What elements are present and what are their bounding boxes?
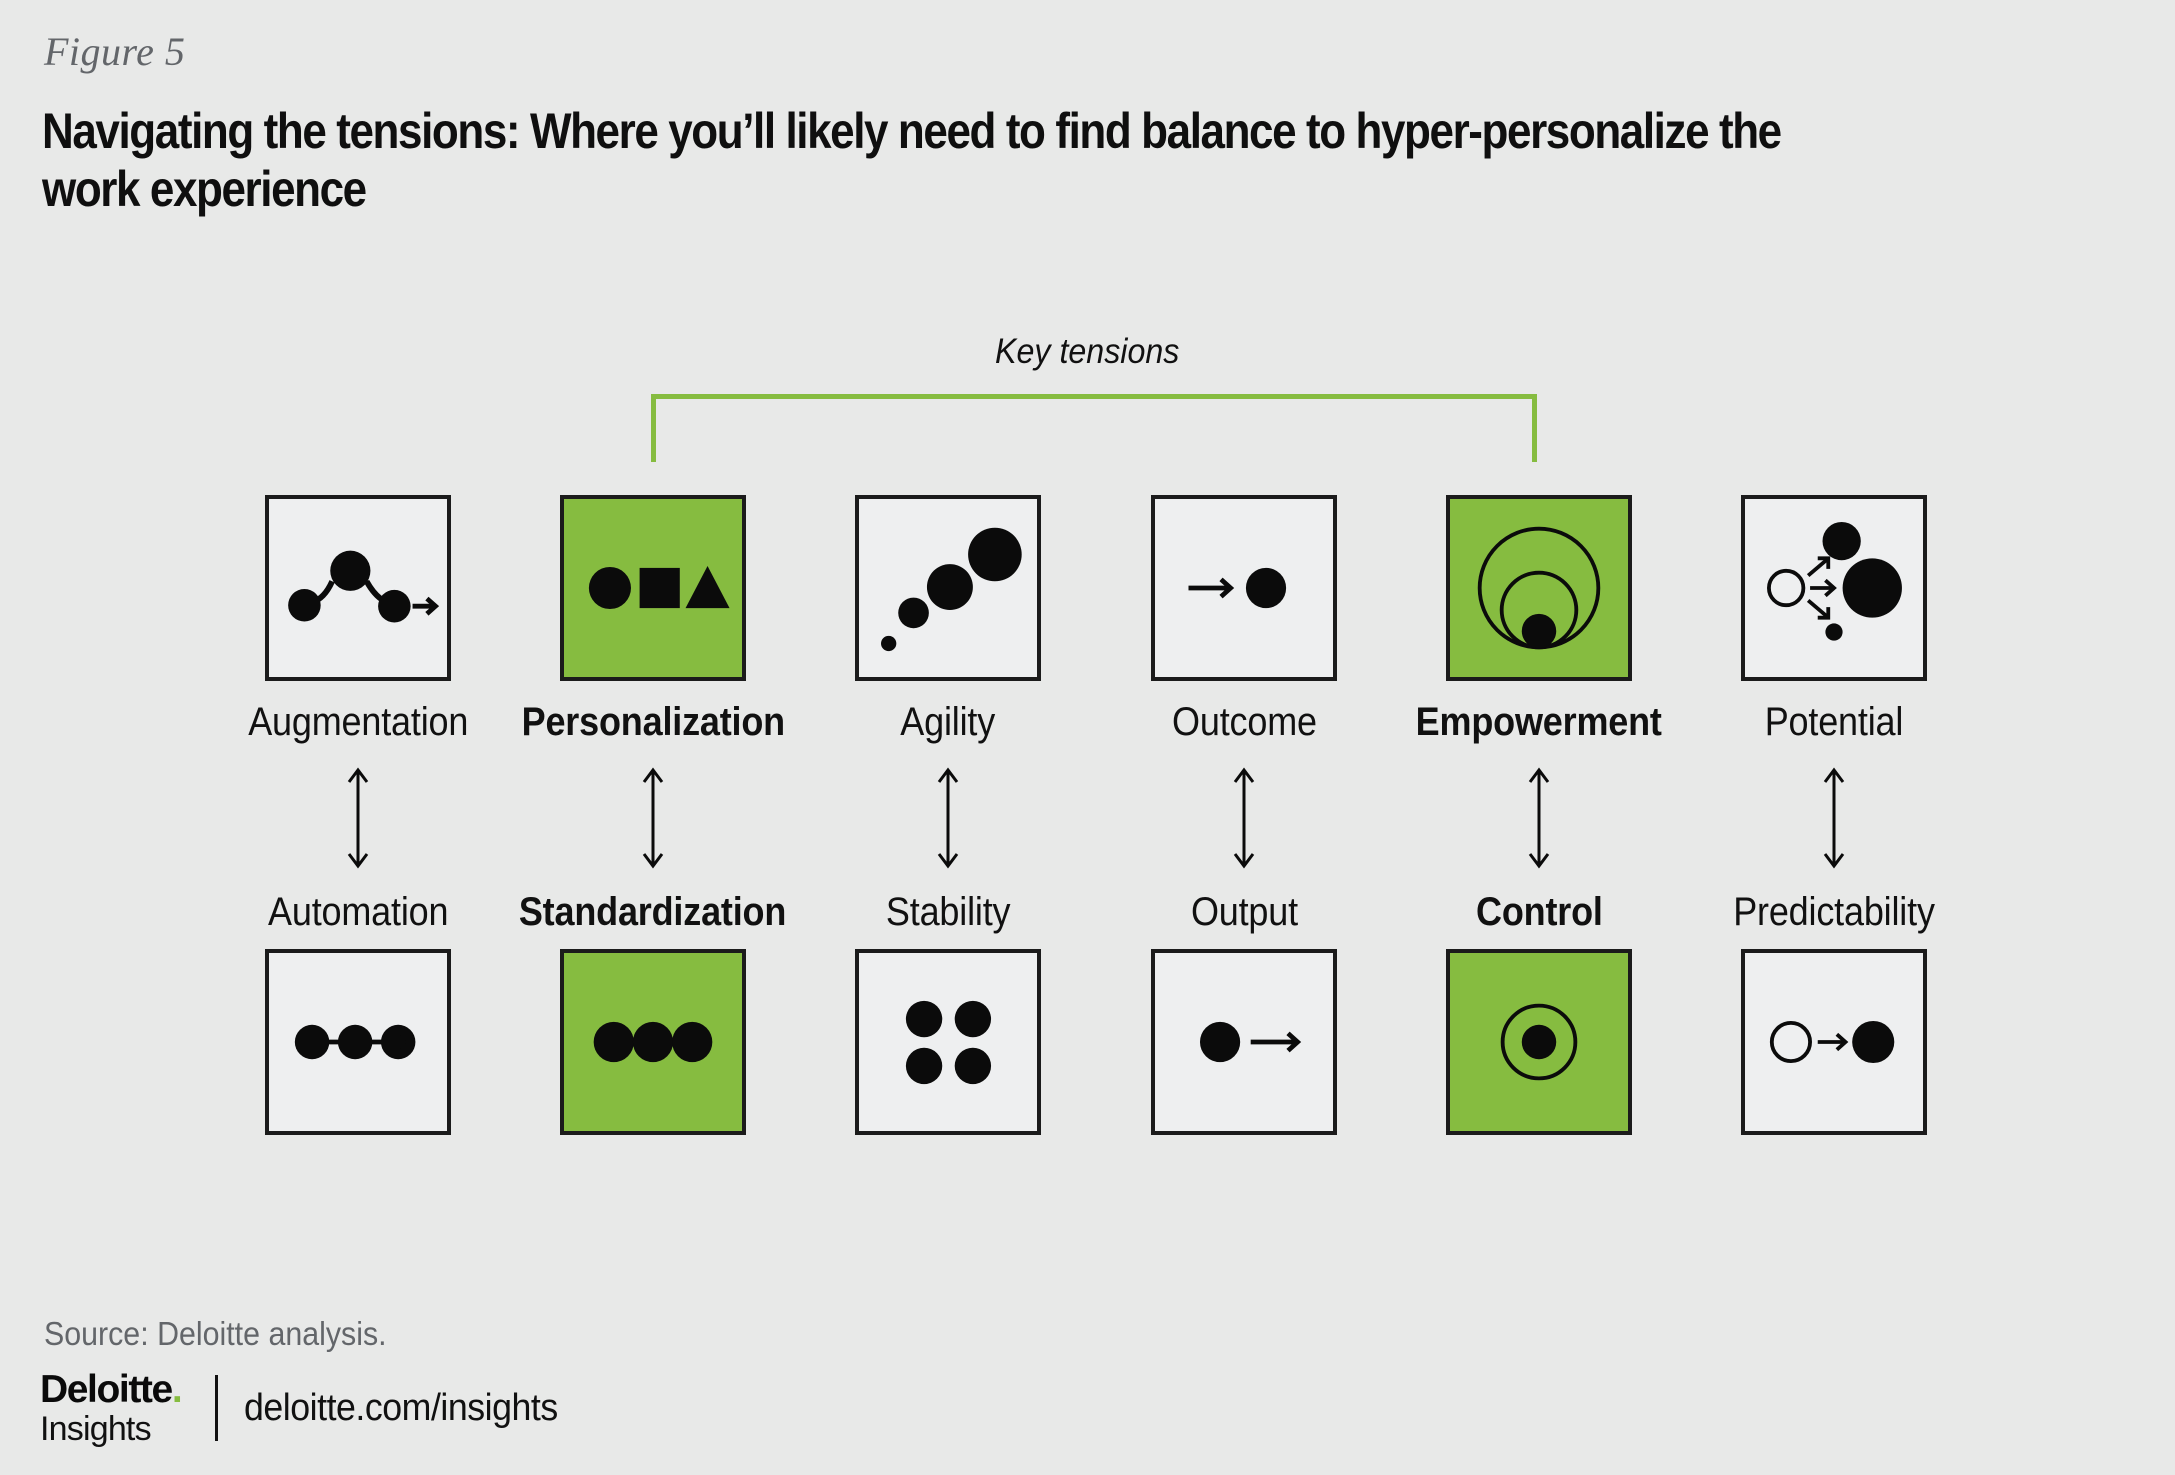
- term-label: Output: [1190, 890, 1298, 934]
- double-headed-vertical-arrow-icon: [347, 767, 369, 869]
- term-standardization: Standardization: [480, 890, 826, 935]
- footer-brand: Deloitte. Insights deloitte.com/insights: [40, 1370, 578, 1446]
- circle-to-arrow-icon: [1199, 1021, 1302, 1063]
- logo-green-dot: .: [171, 1368, 183, 1411]
- source-text: Source: Deloitte analysis.: [44, 1315, 387, 1352]
- footer-divider: [215, 1375, 219, 1441]
- icon-box-automation[interactable]: [265, 949, 451, 1135]
- ripple-circles-icon: [1477, 526, 1601, 650]
- term-label: Agility: [900, 700, 996, 744]
- tension-column-outcome-output: Outcome Output: [1151, 495, 1337, 1135]
- term-label: Outcome: [1171, 700, 1317, 744]
- icon-box-output[interactable]: [1151, 949, 1337, 1135]
- icon-box-predictability[interactable]: [1741, 949, 1927, 1135]
- tension-column-augmentation-automation: Augmentation Automation: [248, 495, 468, 1135]
- three-equal-dots-icon: [593, 1021, 713, 1063]
- term-augmentation: Augmentation: [185, 700, 531, 745]
- icon-box-outcome[interactable]: [1151, 495, 1337, 681]
- icon-box-stability[interactable]: [855, 949, 1041, 1135]
- double-headed-vertical-arrow-icon: [642, 767, 664, 869]
- page-title: Navigating the tensions: Where you’ll li…: [42, 103, 1782, 217]
- icon-box-potential[interactable]: [1741, 495, 1927, 681]
- term-label: Potential: [1764, 700, 1904, 744]
- footer-url-text: deloitte.com/insights: [244, 1386, 559, 1429]
- tension-column-potential-predictability: Potential Predictability: [1733, 495, 1935, 1135]
- term-label: Personalization: [521, 700, 785, 744]
- footer-url[interactable]: deloitte.com/insights: [244, 1387, 578, 1430]
- tension-arrow: [1819, 767, 1849, 869]
- double-headed-vertical-arrow-icon: [1528, 767, 1550, 869]
- term-label: Empowerment: [1415, 700, 1663, 744]
- icon-box-personalization[interactable]: [560, 495, 746, 681]
- key-tensions-bracket: [651, 394, 1537, 462]
- deloitte-insights-logo: Deloitte. Insights: [40, 1368, 183, 1448]
- logo-deloitte-wordmark: Deloitte.: [40, 1368, 183, 1411]
- term-personalization: Personalization: [480, 700, 826, 745]
- term-potential: Potential: [1661, 700, 2007, 745]
- logo-insights-text: Insights: [40, 1410, 152, 1448]
- term-label: Augmentation: [248, 700, 468, 744]
- source-note: Source: Deloitte analysis.: [44, 1315, 416, 1353]
- arrow-to-circle-icon: [1188, 567, 1287, 609]
- term-stability: Stability: [775, 890, 1121, 935]
- term-automation: Automation: [185, 890, 531, 935]
- double-headed-vertical-arrow-icon: [937, 767, 959, 869]
- term-output: Output: [1071, 890, 1417, 935]
- tension-arrow: [1524, 767, 1554, 869]
- tension-arrow: [933, 767, 963, 869]
- tension-column-agility-stability: Agility Stability: [855, 495, 1041, 1135]
- term-agility: Agility: [775, 700, 1121, 745]
- term-label: Control: [1475, 890, 1603, 934]
- figure-label: Figure 5: [44, 29, 186, 74]
- double-headed-vertical-arrow-icon: [1823, 767, 1845, 869]
- term-label: Standardization: [519, 890, 787, 934]
- tension-column-empowerment-control: Empowerment Control: [1416, 495, 1662, 1135]
- key-tensions-text: Key tensions: [995, 332, 1180, 371]
- tension-arrow: [343, 767, 373, 869]
- icon-box-standardization[interactable]: [560, 949, 746, 1135]
- icon-box-empowerment[interactable]: [1446, 495, 1632, 681]
- tension-column-personalization-standardization: Personalization Standardization: [519, 495, 787, 1135]
- term-control: Control: [1366, 890, 1712, 935]
- term-empowerment: Empowerment: [1366, 700, 1712, 745]
- network-nodes-arrow-icon: [288, 550, 440, 623]
- circle-square-triangle-icon: [588, 565, 730, 610]
- double-headed-vertical-arrow-icon: [1233, 767, 1255, 869]
- term-predictability: Predictability: [1661, 890, 2007, 935]
- four-dots-grid-icon: [905, 1000, 992, 1085]
- tension-arrow: [1229, 767, 1259, 869]
- term-label: Automation: [267, 890, 449, 934]
- icon-box-agility[interactable]: [855, 495, 1041, 681]
- term-label: Predictability: [1733, 890, 1935, 934]
- term-outcome: Outcome: [1071, 700, 1417, 745]
- linear-dots-arrow-icon: [294, 1024, 416, 1060]
- tensions-matrix: Augmentation Automation: [248, 495, 1935, 1135]
- dot-in-circle-icon: [1500, 1003, 1578, 1081]
- icon-box-control[interactable]: [1446, 949, 1632, 1135]
- growing-dots-diagonal-icon: [881, 527, 1022, 652]
- term-label: Stability: [885, 890, 1011, 934]
- key-tensions-label: Key tensions: [0, 332, 2175, 372]
- branching-arrows-icon: [1767, 521, 1902, 641]
- logo-deloitte-text: Deloitte: [40, 1368, 173, 1411]
- icon-box-augmentation[interactable]: [265, 495, 451, 681]
- hollow-arrow-filled-circle-icon: [1769, 1020, 1895, 1064]
- tension-arrow: [638, 767, 668, 869]
